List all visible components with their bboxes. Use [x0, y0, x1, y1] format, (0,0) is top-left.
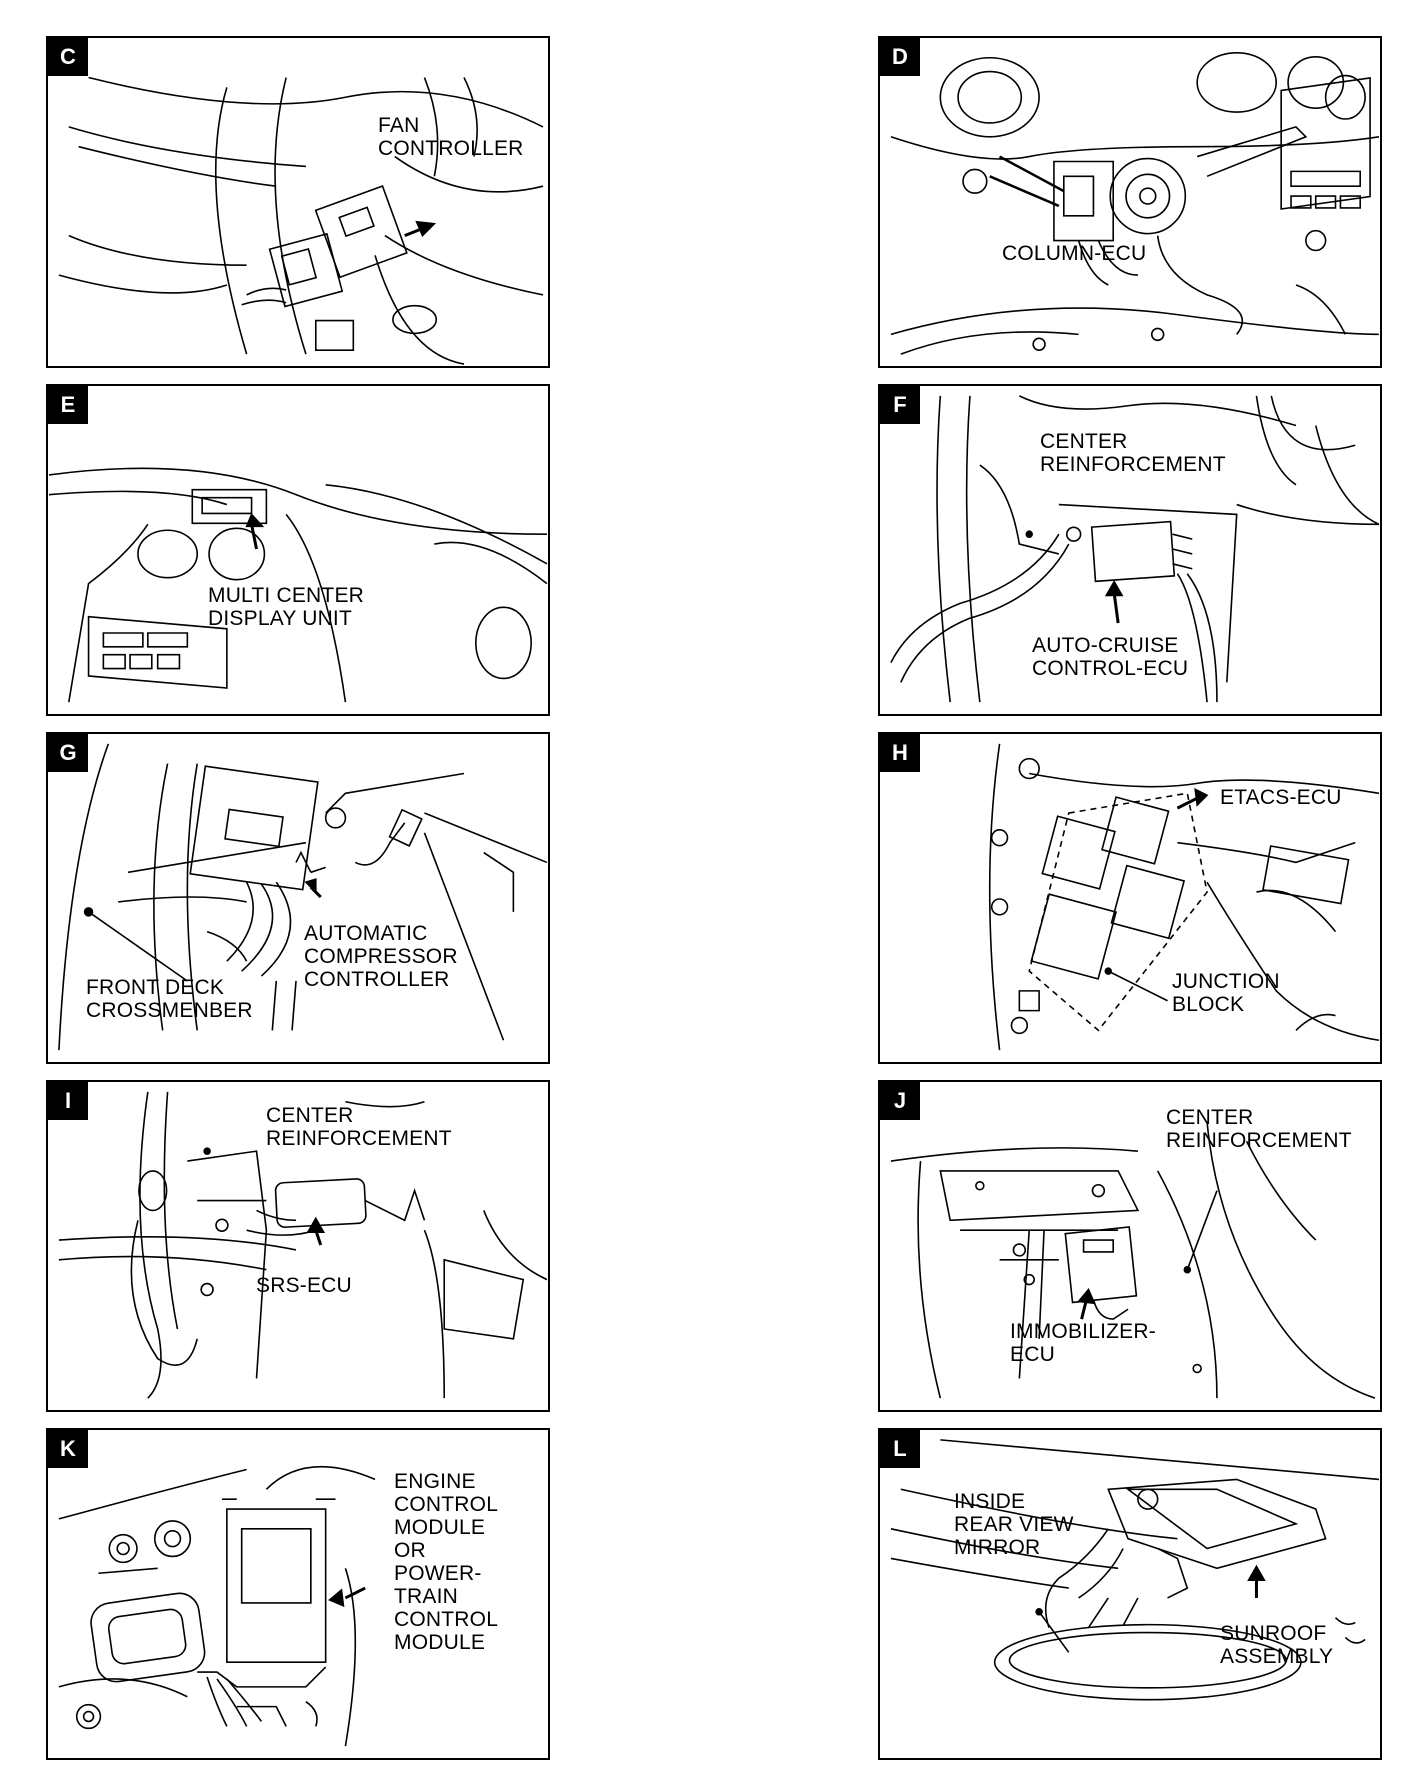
panel-letter: K — [48, 1430, 88, 1468]
panel-letter: H — [880, 734, 920, 772]
label-srs-ecu: SRS-ECU — [256, 1274, 352, 1297]
srs-ecu-illustration — [48, 1082, 548, 1410]
fan-controller-illustration — [48, 38, 548, 366]
immobilizer-ecu-illustration — [880, 1082, 1380, 1410]
column-ecu-illustration — [880, 38, 1380, 366]
panel-d: D COLUMN-ECU — [878, 36, 1382, 368]
panel-letter: F — [880, 386, 920, 424]
etacs-junction-block-illustration — [880, 734, 1380, 1062]
label-etacs-ecu: ETACS-ECU — [1220, 786, 1342, 809]
panel-letter: I — [48, 1082, 88, 1120]
label-immobilizer-ecu: IMMOBILIZER-ECU — [1010, 1320, 1156, 1366]
panel-letter: D — [880, 38, 920, 76]
engine-control-module-illustration — [48, 1430, 548, 1758]
label-column-ecu: COLUMN-ECU — [1002, 242, 1147, 265]
panel-letter: C — [48, 38, 88, 76]
panel-letter: E — [48, 386, 88, 424]
panel-letter: J — [880, 1082, 920, 1120]
panel-letter: L — [880, 1430, 920, 1468]
automatic-compressor-controller-illustration — [48, 734, 548, 1062]
multi-center-display-illustration — [48, 386, 548, 714]
auto-cruise-ecu-illustration — [880, 386, 1380, 714]
panel-letter: G — [48, 734, 88, 772]
sunroof-mirror-illustration — [880, 1430, 1380, 1758]
